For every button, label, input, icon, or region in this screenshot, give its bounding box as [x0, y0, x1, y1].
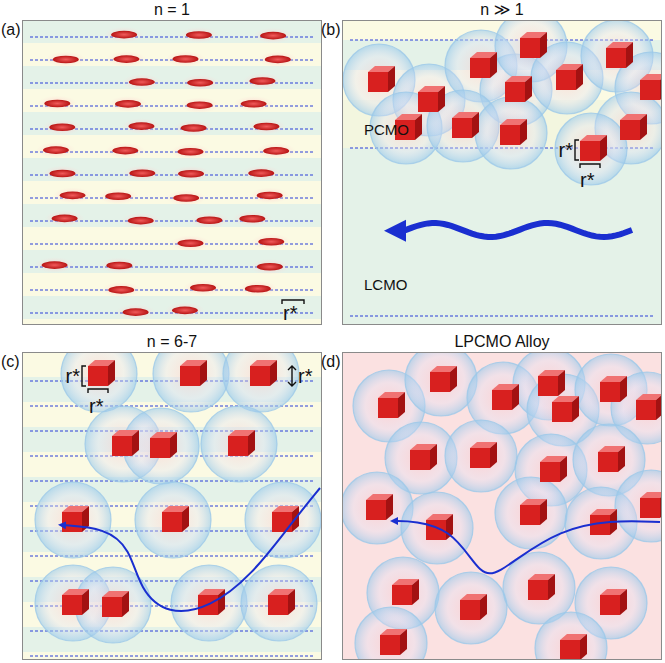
size-label: r*: [298, 366, 312, 386]
layered-panel: [22, 20, 322, 325]
alloy-panel: [342, 352, 662, 660]
bilayer-panel: [342, 20, 662, 325]
panel-frame: n = 1(a): [22, 20, 322, 325]
size-bracket: [82, 140, 600, 393]
panel-frame: LPCMO Alloy(d): [342, 352, 662, 660]
panel-title: n = 1: [23, 1, 321, 19]
layer-label: PCMO: [364, 122, 409, 137]
size-label: r*: [559, 140, 573, 160]
panel-letter: (a): [1, 21, 21, 39]
panel-title: LPCMO Alloy: [343, 333, 661, 351]
size-label: r*: [283, 303, 297, 323]
panel-letter: (b): [321, 21, 341, 39]
size-label: r*: [580, 170, 594, 190]
panel-frame: n = 6-7(c): [22, 352, 322, 660]
panel-title: n ≫ 1: [343, 1, 661, 19]
superlattice-panel: [22, 352, 322, 660]
panel-title: n = 6-7: [23, 333, 321, 351]
size-label: r*: [89, 396, 103, 416]
panel-letter: (d): [321, 353, 341, 371]
size-label: r*: [66, 366, 80, 386]
layer-label: LCMO: [364, 277, 407, 292]
panel-letter: (c): [1, 353, 20, 371]
